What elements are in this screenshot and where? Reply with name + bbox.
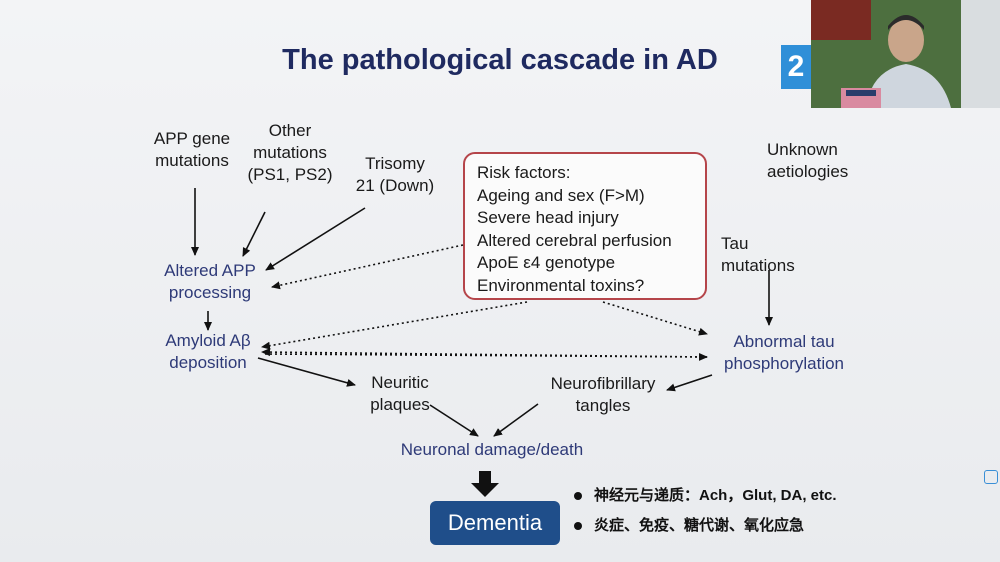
slide-title: The pathological cascade in AD [282, 44, 718, 76]
arrow-phos-to-tangles [666, 374, 713, 392]
dementia-node: Dementia [430, 501, 560, 545]
bullet-dot-icon [574, 492, 582, 501]
dotted-phos-to-amyloid [261, 348, 708, 358]
dotted-risk-to-processing [271, 244, 464, 290]
presenter-image [811, 0, 1000, 108]
dotted-risk-to-amyloid [261, 301, 528, 350]
slide-number-badge: 2 [781, 45, 811, 89]
arrow-amyloid-to-plaques [257, 357, 356, 387]
bullet-dot-icon [574, 522, 582, 531]
dotted-amyloid-to-phos [264, 352, 708, 361]
neuronal-damage-node: Neuronal damage/death [400, 440, 584, 459]
risk-factor-item: ApoE ε4 genotype [477, 253, 616, 273]
risk-factor-item: Ageing and sex (F>M) [477, 185, 645, 205]
expand-icon[interactable] [984, 470, 998, 484]
arrow-tangles-to-neuronal [493, 403, 539, 437]
bullet-item: 炎症、免疫、糖代谢、氧化应急 [574, 514, 804, 535]
bullet-item: 神经元与递质：Ach，Glut, DA, etc. [574, 484, 837, 505]
arrow-other-mut-to-processing [242, 211, 266, 257]
presenter-video [811, 0, 1000, 108]
dotted-risk-to-phos [602, 301, 708, 336]
arrow-plaques-to-neuronal [429, 404, 479, 437]
risk-factor-item: Altered cerebral perfusion [477, 230, 672, 250]
arrow-trisomy-to-processing [265, 207, 366, 271]
risk-factor-heading: Risk factors: [477, 163, 571, 182]
big-down-arrow-icon [471, 471, 499, 497]
risk-factors-box: Risk factors: Ageing and sex (F>M) Sever… [463, 152, 707, 300]
risk-factor-item: Severe head injury [477, 208, 619, 228]
risk-factor-item: Environmental toxins? [477, 275, 645, 295]
